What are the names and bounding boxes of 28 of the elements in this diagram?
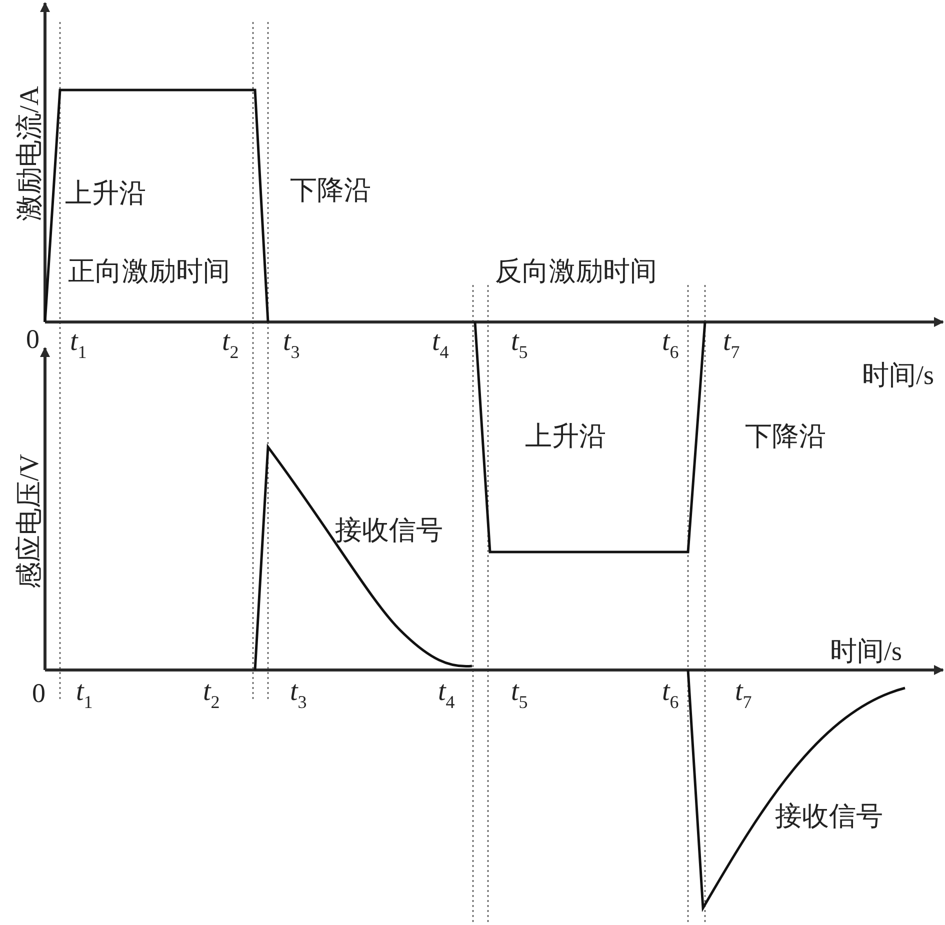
tick-label: t$_{6}$ [662,678,679,711]
tick-label: t$_{1}$ [76,678,93,711]
tick-label: 0 [26,326,40,353]
curve-label: 接收信号 [775,803,883,830]
tick-label: t$_{7}$ [735,678,752,711]
tick-label: t$_{3}$ [290,678,307,711]
tick-label: t$_{4}$ [438,678,455,711]
tick-label: t$_{6}$ [662,328,679,361]
tick-label: t$_{7}$ [723,328,740,361]
tick-label: t$_{2}$ [203,678,220,711]
curve-label: 上升沿 [65,180,146,207]
axis-title: 感应电压/V [16,454,43,589]
tick-label: t$_{3}$ [283,328,300,361]
tick-label: 0 [32,680,46,707]
curve-label: 下降沿 [745,423,826,450]
axis-title: 时间/s [862,362,934,389]
tick-label: t$_{2}$ [222,328,239,361]
curve-label: 接收信号 [335,517,443,544]
tick-label: t$_{5}$ [511,328,528,361]
axis-title: 激励电流/A [16,86,43,221]
tick-label: t$_{4}$ [432,328,449,361]
tick-label: t$_{5}$ [511,678,528,711]
curve-label: 上升沿 [525,423,606,450]
curve-label: 反向激励时间 [495,258,657,285]
curve-label: 下降沿 [290,177,371,204]
curve-label: 正向激励时间 [68,258,230,285]
tick-label: t$_{1}$ [70,328,87,361]
axis-title: 时间/s [830,638,902,665]
